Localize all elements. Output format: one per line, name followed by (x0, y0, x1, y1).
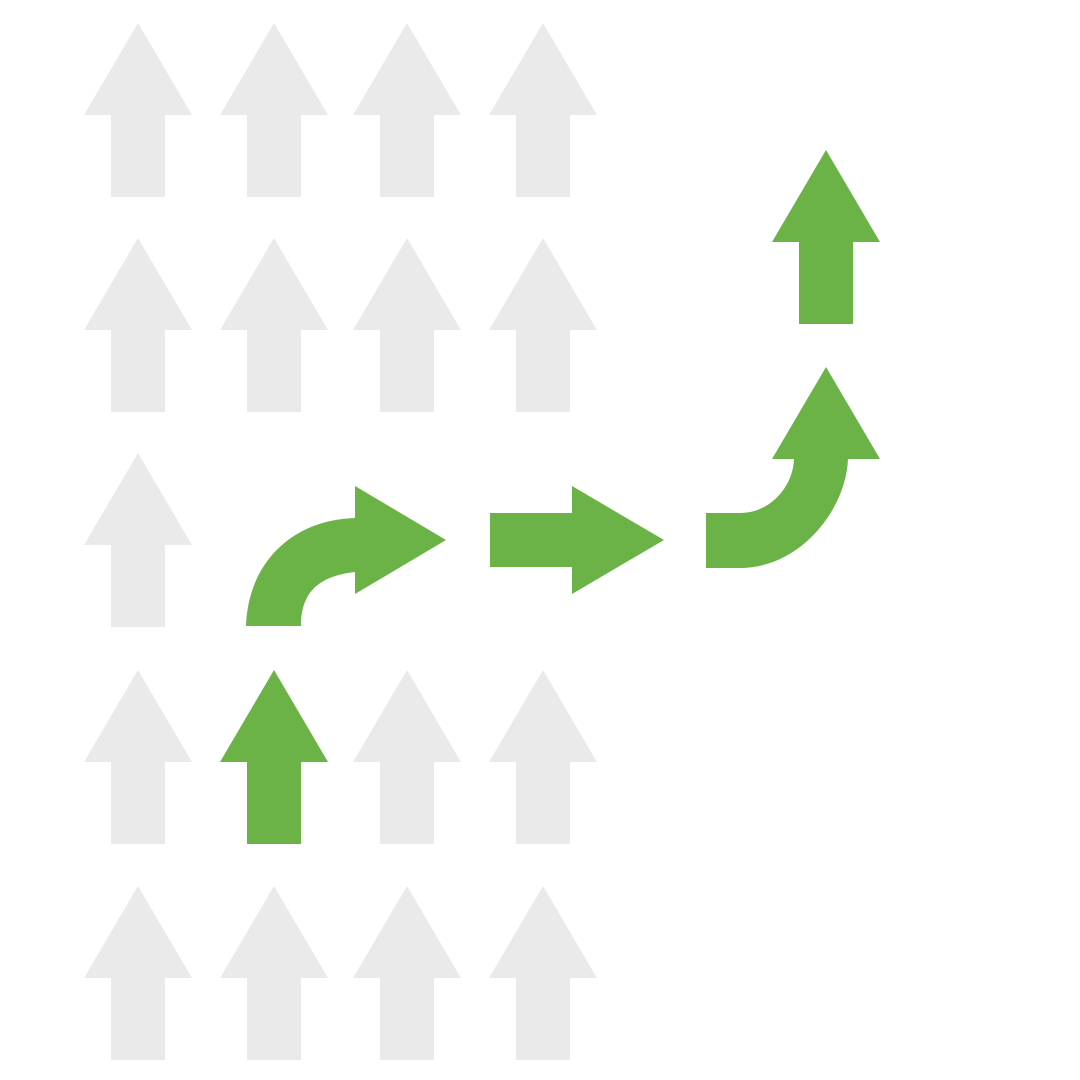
up-arrow-icon (489, 238, 597, 412)
up-arrow-icon (220, 238, 328, 412)
up-arrow-icon (353, 886, 461, 1060)
up-arrow-icon (353, 238, 461, 412)
up-arrow-icon (353, 23, 461, 197)
up-arrow-icon (220, 23, 328, 197)
curved-right-arrow-icon (246, 486, 446, 626)
start-up-arrow-icon (220, 670, 328, 844)
arrow-grid (84, 23, 597, 1060)
highlighted-path (246, 150, 880, 626)
up-arrow-icon (84, 23, 192, 197)
up-arrow-icon (84, 238, 192, 412)
final-up-arrow-icon (772, 150, 880, 324)
up-arrow-icon (84, 670, 192, 844)
up-arrow-icon (489, 886, 597, 1060)
up-arrow-icon (489, 670, 597, 844)
straight-right-arrow-icon (490, 486, 664, 594)
up-arrow-icon (489, 23, 597, 197)
curved-up-arrow-icon (706, 367, 880, 568)
up-arrow-icon (353, 670, 461, 844)
up-arrow-icon (84, 453, 192, 627)
up-arrow-icon (84, 886, 192, 1060)
up-arrow-icon (220, 886, 328, 1060)
